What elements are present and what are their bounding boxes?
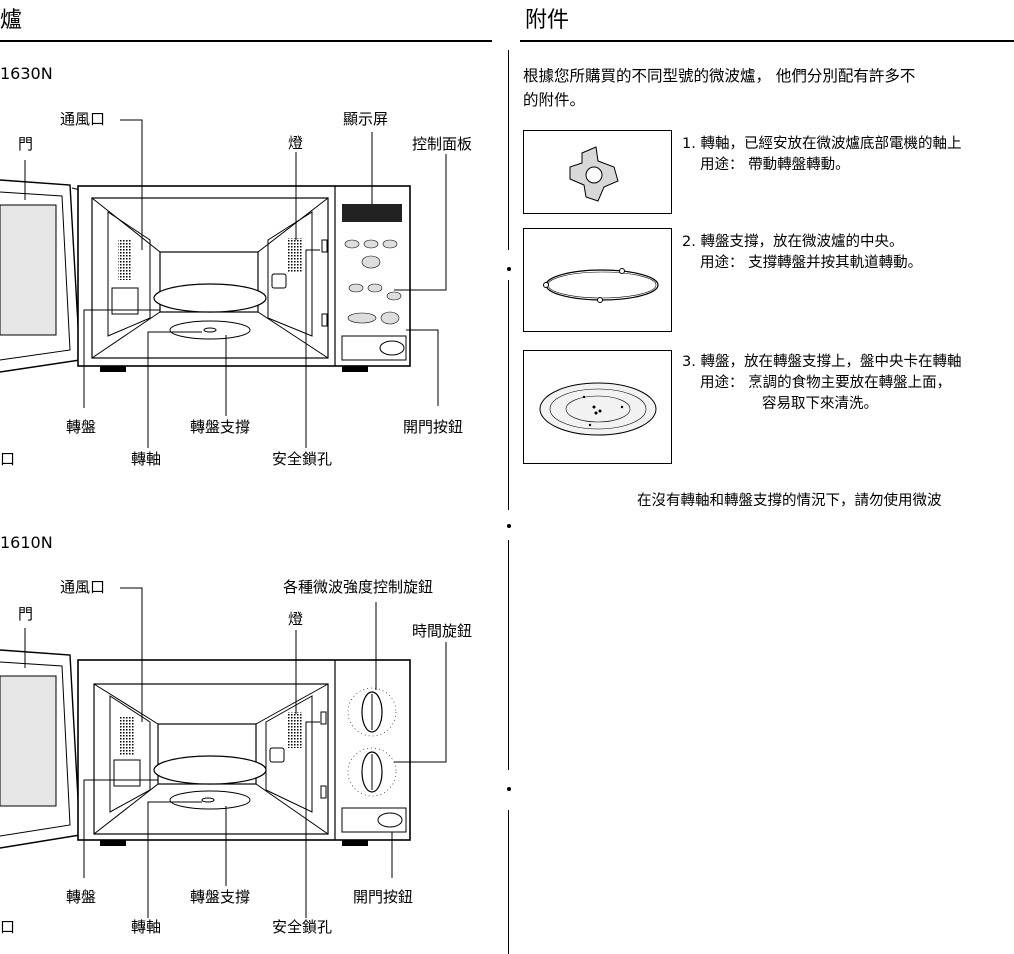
gutter-line bbox=[508, 810, 509, 954]
accessory-1-line1: 1. 轉軸，已經安放在微波爐底部電機的軸上 bbox=[682, 136, 962, 152]
model-2-name: 1610N bbox=[0, 533, 53, 552]
accessory-3-text: 3. 轉盤，放在轉盤支撐上，盤中央卡在轉軸 用途： 烹調的食物主要放在轉盤上面，… bbox=[682, 352, 961, 415]
label-roller-ring-1: 轉盤支撐 bbox=[190, 418, 251, 436]
label-turntable-1: 轉盤 bbox=[66, 418, 97, 436]
label-cut-1: 口 bbox=[0, 450, 16, 468]
label-timer-knob-2: 時間旋鈕 bbox=[412, 622, 473, 640]
accessory-3-line3: 容易取下來清洗。 bbox=[762, 396, 878, 412]
label-door-1: 門 bbox=[18, 135, 34, 153]
label-roller-ring-2: 轉盤支撐 bbox=[190, 888, 251, 906]
label-coupler-2: 轉軸 bbox=[131, 918, 162, 936]
label-power-knob-2: 各種微波強度控制旋鈕 bbox=[283, 578, 434, 596]
label-vent-2: 通風口 bbox=[60, 578, 106, 596]
microwave-1630n-diagram bbox=[0, 119, 447, 448]
turntable-image-box bbox=[523, 350, 672, 464]
label-display-1: 顯示屏 bbox=[343, 110, 389, 128]
left-header-rule bbox=[0, 40, 492, 42]
label-turntable-2: 轉盤 bbox=[66, 888, 97, 906]
left-page-title: 爐 bbox=[0, 8, 23, 33]
intro-line-1: 根據您所購買的不同型號的微波爐， 他們分別配有許多不 bbox=[523, 67, 916, 85]
label-door-button-2: 開門按鈕 bbox=[353, 888, 414, 906]
accessory-3-use-label: 用途： bbox=[700, 375, 744, 391]
accessory-1-use-text: 帶動轉盤轉動。 bbox=[748, 157, 850, 173]
label-safety-lock-1: 安全鎖孔 bbox=[272, 450, 333, 468]
gutter-line bbox=[508, 540, 509, 770]
model-1-name: 1630N bbox=[0, 64, 53, 83]
accessory-2-line1: 2. 轉盤支撐，放在微波爐的中央。 bbox=[682, 234, 904, 250]
coupler-icon bbox=[569, 146, 619, 202]
label-light-1: 燈 bbox=[288, 134, 304, 152]
gutter-dot bbox=[507, 524, 511, 528]
roller-ring-icon bbox=[543, 268, 659, 303]
accessory-2-text: 2. 轉盤支撐，放在微波爐的中央。 用途： 支撐轉盤并按其軌道轉動。 bbox=[682, 232, 922, 274]
accessory-1-text: 1. 轉軸，已經安放在微波爐底部電機的軸上 用途： 帶動轉盤轉動。 bbox=[682, 134, 961, 176]
right-header-rule bbox=[520, 40, 1014, 42]
warning-note: 在沒有轉軸和轉盤支撐的情況下，請勿使用微波 bbox=[637, 493, 942, 509]
microwave-1610n-diagram bbox=[0, 587, 447, 918]
accessory-3-line1: 3. 轉盤，放在轉盤支撐上，盤中央卡在轉軸 bbox=[682, 354, 962, 370]
roller-ring-image-box bbox=[523, 228, 672, 332]
label-vent-1: 通風口 bbox=[60, 110, 106, 128]
label-light-2: 燈 bbox=[288, 610, 304, 628]
door-window bbox=[0, 204, 57, 336]
label-safety-lock-2: 安全鎖孔 bbox=[272, 918, 333, 936]
accessory-3-use-text: 烹調的食物主要放在轉盤上面， bbox=[748, 375, 952, 391]
label-coupler-1: 轉軸 bbox=[131, 450, 162, 468]
turntable-icon bbox=[539, 382, 657, 436]
label-cut-2: 口 bbox=[0, 918, 16, 936]
gutter-dot bbox=[507, 787, 511, 791]
gutter-line bbox=[508, 280, 509, 510]
label-door-2: 門 bbox=[18, 605, 34, 623]
right-page-title: 附件 bbox=[525, 8, 570, 33]
accessory-2-use-text: 支撐轉盤并按其軌道轉動。 bbox=[748, 255, 923, 271]
gutter-line bbox=[508, 50, 509, 250]
gutter-dot bbox=[507, 267, 511, 271]
coupler-image-box bbox=[523, 130, 672, 214]
accessory-1-use-label: 用途： bbox=[700, 157, 744, 173]
label-door-button-1: 開門按鈕 bbox=[403, 418, 464, 436]
intro-line-2: 的附件。 bbox=[523, 91, 586, 109]
accessory-2-use-label: 用途： bbox=[700, 255, 744, 271]
label-control-panel-1: 控制面板 bbox=[412, 135, 473, 153]
